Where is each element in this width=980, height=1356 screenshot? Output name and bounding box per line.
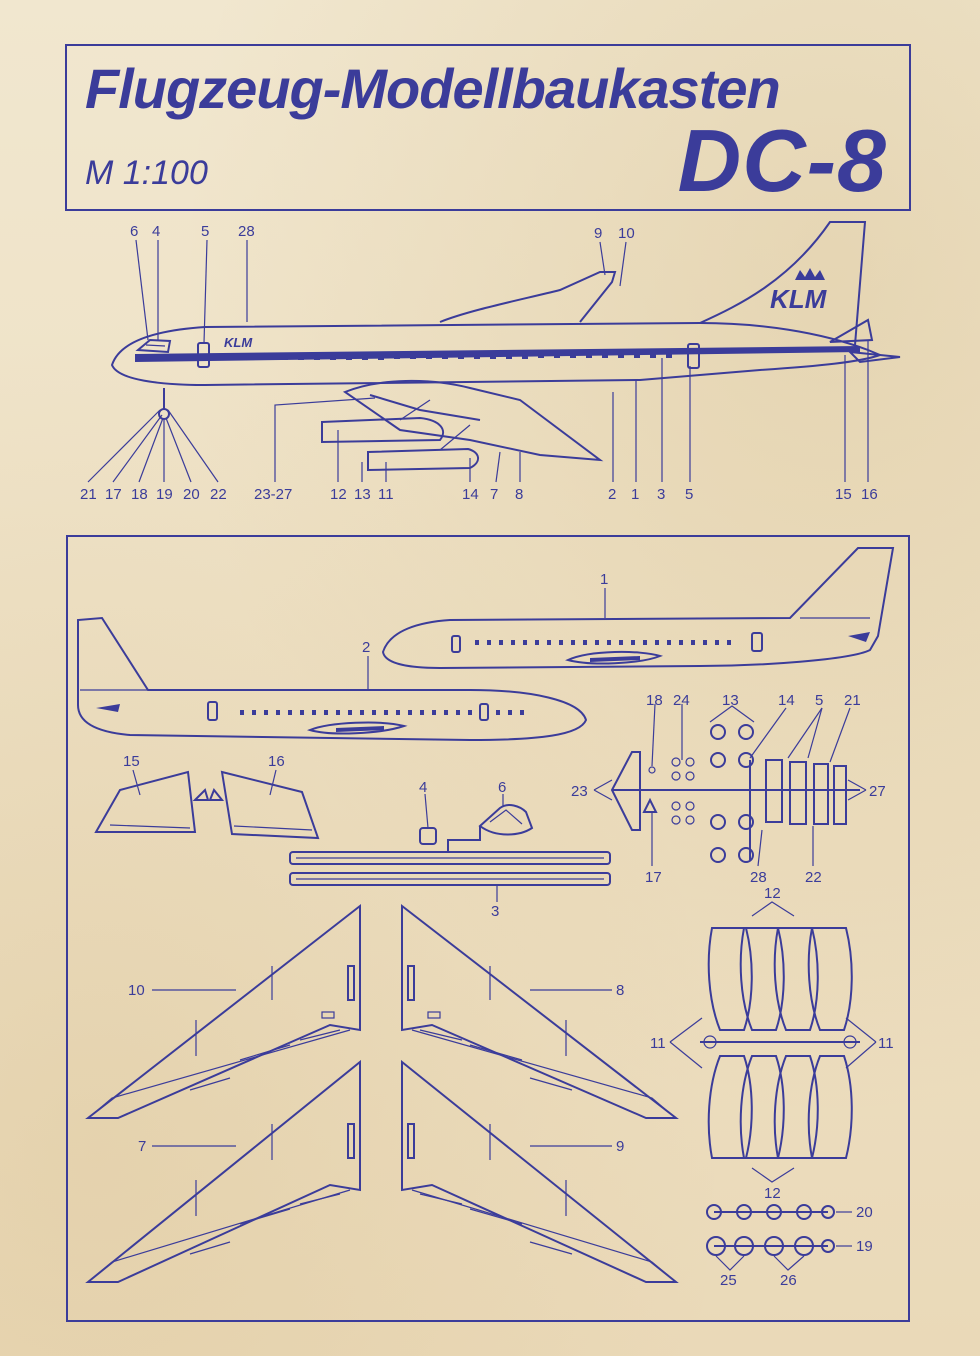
callout-label: 14 xyxy=(778,692,795,709)
callout-label: 13 xyxy=(722,692,739,709)
part-label-wheel: 25 xyxy=(720,1272,737,1289)
callout-label: 22 xyxy=(805,869,822,886)
sprue-labels: 18 24 13 14 5 21 23 27 17 28 22 xyxy=(571,692,886,886)
part-label-engine: 12 xyxy=(764,885,781,902)
callout-label: 15 xyxy=(835,486,852,503)
part-label-canopy: 6 xyxy=(498,779,506,796)
fuselage-half-left xyxy=(77,616,588,742)
part-label-wheel: 26 xyxy=(780,1272,797,1289)
part-label-nose-gear: 4 xyxy=(419,779,427,796)
callout-label: 24 xyxy=(673,692,690,709)
model-name: DC-8 xyxy=(677,111,887,210)
part-label-wheel: 20 xyxy=(856,1204,873,1221)
horizontal-stabilizers: 15 16 xyxy=(94,753,320,840)
wheel-sprue: 20 19 25 26 xyxy=(706,1204,873,1289)
callout-label: 5 xyxy=(815,692,823,709)
callout-label: 23 xyxy=(571,783,588,800)
engine-nacelle-sprue xyxy=(700,927,860,1159)
side-view-aircraft: KLM KLM xyxy=(110,221,901,472)
sprue-leaders xyxy=(593,703,867,867)
callout-label: 28 xyxy=(238,223,255,240)
scale-label: M 1:100 xyxy=(85,154,208,192)
callout-label: 20 xyxy=(183,486,200,503)
wing-leaders: 10 8 7 9 xyxy=(128,982,624,1155)
engine-leaders: 12 11 11 12 xyxy=(650,885,894,1202)
part-label-wheel: 19 xyxy=(856,1238,873,1255)
side-view-top-labels: 6 4 5 28 9 10 xyxy=(130,223,635,242)
callout-label: 13 xyxy=(354,486,371,503)
part-label-engine: 12 xyxy=(764,1185,781,1202)
side-view-bottom-leaders xyxy=(87,340,869,483)
callout-label: 23-27 xyxy=(254,486,292,503)
callout-label: 21 xyxy=(844,692,861,709)
callout-label: 21 xyxy=(80,486,97,503)
callout-label: 14 xyxy=(462,486,479,503)
kit-title: Flugzeug-Modellbaukasten xyxy=(85,57,781,120)
parts-layout-box xyxy=(66,535,910,1322)
part-label-wing: 7 xyxy=(138,1138,146,1155)
callout-label: 2 xyxy=(608,486,616,503)
title-box: Flugzeug-Modellbaukasten M 1:100 DC-8 xyxy=(65,44,911,211)
window-strip-sprue: 4 6 3 xyxy=(289,779,611,920)
callout-label: 1 xyxy=(631,486,639,503)
callout-label: 18 xyxy=(646,692,663,709)
callout-label: 19 xyxy=(156,486,173,503)
wing-upper-right xyxy=(401,903,679,1119)
fuselage-left-windows xyxy=(240,710,524,715)
callout-label: 4 xyxy=(152,223,160,240)
callout-label: 7 xyxy=(490,486,498,503)
callout-label: 12 xyxy=(330,486,347,503)
part-label-engine: 11 xyxy=(878,1035,894,1052)
callout-label: 22 xyxy=(210,486,227,503)
side-view-bottom-labels: 21 17 18 19 20 22 23-27 12 13 11 14 7 8 … xyxy=(80,486,878,503)
small-parts-sprue xyxy=(610,724,860,863)
callout-label: 16 xyxy=(861,486,878,503)
callout-label: 10 xyxy=(618,225,635,242)
part-label-engine: 11 xyxy=(650,1035,666,1052)
callout-label: 3 xyxy=(657,486,665,503)
callout-label: 18 xyxy=(131,486,148,503)
callout-label: 9 xyxy=(594,225,602,242)
callout-label: 6 xyxy=(130,223,138,240)
part-label-fuselage-right: 1 xyxy=(600,571,608,588)
fuselage-right-windows xyxy=(475,640,731,645)
wing-lower-right xyxy=(401,1059,679,1283)
wing-upper-left xyxy=(85,903,361,1119)
fuselage-half-right xyxy=(381,547,895,670)
part-label-wing: 10 xyxy=(128,982,145,999)
callout-label: 11 xyxy=(378,486,394,503)
crown-icon xyxy=(795,268,825,280)
wing-lower-left xyxy=(85,1059,361,1283)
side-window-row xyxy=(218,352,672,360)
part-label-window-strips: 3 xyxy=(491,903,499,920)
side-view-top-leaders xyxy=(135,239,627,344)
callout-label: 17 xyxy=(105,486,122,503)
callout-label: 27 xyxy=(869,783,886,800)
callout-label: 28 xyxy=(750,869,767,886)
callout-label: 5 xyxy=(201,223,209,240)
part-label-fuselage-left: 2 xyxy=(362,639,370,656)
part-label-stabilizer-left: 15 xyxy=(123,753,140,770)
callout-label: 5 xyxy=(685,486,693,503)
fin-logo-text: KLM xyxy=(770,284,828,314)
part-label-wing: 8 xyxy=(616,982,624,999)
fuselage-logo-text: KLM xyxy=(224,335,253,350)
callout-label: 8 xyxy=(515,486,523,503)
part-label-wing: 9 xyxy=(616,1138,624,1155)
part-label-stabilizer-right: 16 xyxy=(268,753,285,770)
callout-label: 17 xyxy=(645,869,662,886)
